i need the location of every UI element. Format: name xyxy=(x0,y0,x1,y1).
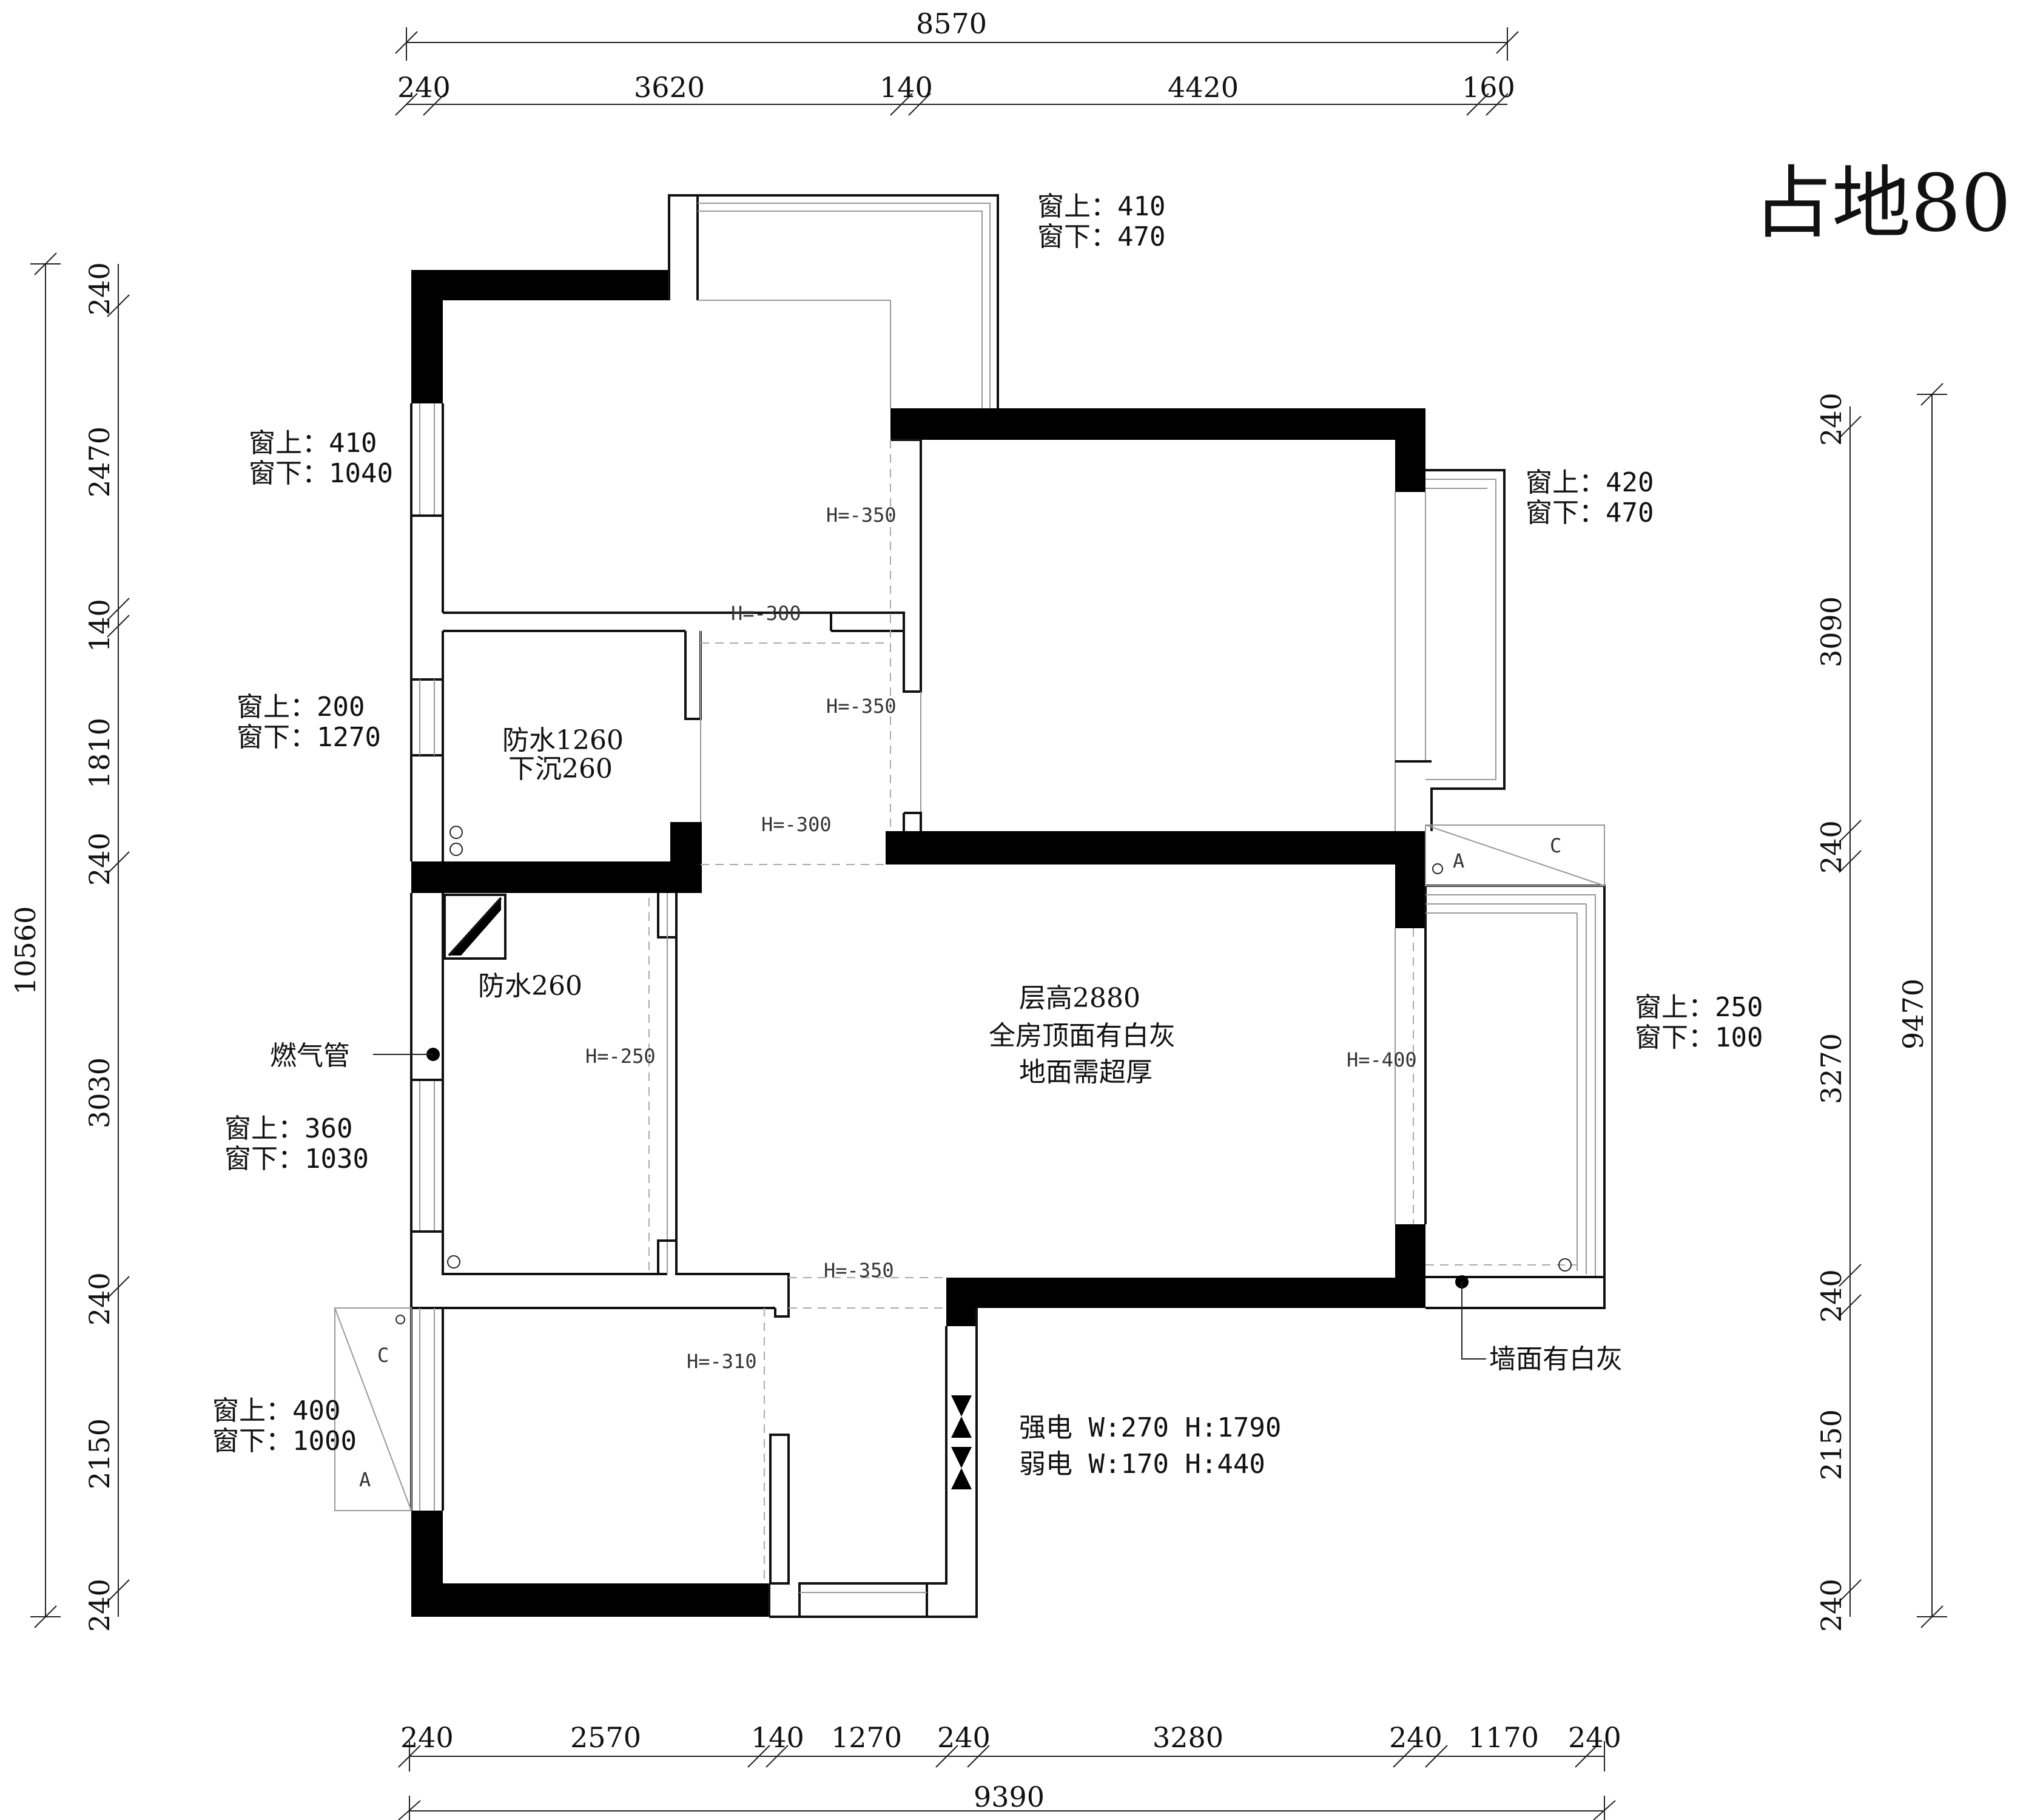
window-note-5-down: 窗下：100 xyxy=(1635,1022,1763,1053)
bottom-dimension-lines xyxy=(398,1741,1616,1820)
bottom-dim-1: 240 xyxy=(400,1721,454,1754)
left-dimension-lines xyxy=(30,252,130,1628)
level-dash-lines xyxy=(648,440,1577,1583)
window-note-2-down: 窗下：1040 xyxy=(249,458,393,489)
left-dim-8: 2150 xyxy=(83,1418,116,1489)
bottom-total-dim: 9390 xyxy=(974,1781,1045,1813)
living-note-line1: 层高2880 xyxy=(1019,983,1140,1014)
left-dim-4: 1810 xyxy=(83,718,116,789)
left-dim-9: 240 xyxy=(83,1579,116,1632)
right-dim-4: 3270 xyxy=(1815,1033,1848,1104)
height-label-8: H=-310 xyxy=(687,1350,757,1373)
top-dim-4: 4420 xyxy=(1168,71,1239,104)
bottom-dim-8: 1170 xyxy=(1468,1721,1539,1754)
top-total-dim: 8570 xyxy=(916,7,987,40)
left-dim-1: 240 xyxy=(83,262,116,315)
bottom-dim-9: 240 xyxy=(1568,1721,1621,1754)
left-dim-2: 2470 xyxy=(83,426,116,497)
top-dim-2: 3620 xyxy=(634,71,705,104)
ac-label-c-right: C xyxy=(1550,834,1561,857)
window-note-1-down: 窗下：470 xyxy=(1037,221,1165,252)
left-dim-3: 140 xyxy=(83,599,116,652)
left-dim-5: 240 xyxy=(83,832,116,886)
right-dim-1: 240 xyxy=(1815,393,1848,446)
bottom-dim-7: 240 xyxy=(1389,1721,1442,1754)
top-dim-5: 160 xyxy=(1462,71,1515,104)
window-note-3-up: 窗上：420 xyxy=(1526,467,1654,498)
right-dim-6: 2150 xyxy=(1815,1409,1848,1480)
right-dim-7: 240 xyxy=(1815,1579,1848,1632)
right-dim-3: 240 xyxy=(1815,820,1848,874)
height-label-3: H=-350 xyxy=(826,695,897,718)
window-note-6-up: 窗上：360 xyxy=(224,1113,352,1144)
window-note-5-up: 窗上：250 xyxy=(1635,992,1763,1023)
left-dim-7: 240 xyxy=(83,1272,116,1326)
window-note-7-down: 窗下：1000 xyxy=(212,1426,357,1457)
window-note-4-up: 窗上：200 xyxy=(237,692,365,723)
top-dimension-lines xyxy=(395,27,1519,116)
weak-current-box: 弱电 W:170 H:440 xyxy=(1019,1449,1265,1480)
bottom-dim-6: 3280 xyxy=(1153,1721,1223,1754)
wall-plaster-note: 墙面有白灰 xyxy=(1489,1344,1623,1375)
bottom-dim-5: 240 xyxy=(937,1721,991,1754)
ac-label-c-left: C xyxy=(377,1344,389,1367)
height-label-6: H=-400 xyxy=(1347,1048,1417,1071)
window-note-1-up: 窗上：410 xyxy=(1037,191,1165,222)
ac-label-a-left: A xyxy=(359,1468,371,1491)
window-note-7-up: 窗上：400 xyxy=(212,1395,340,1426)
window-note-2-up: 窗上：410 xyxy=(249,428,377,459)
bottom-dim-2: 2570 xyxy=(570,1721,641,1754)
window-note-4-down: 窗下：1270 xyxy=(237,722,381,753)
right-total-dim: 9470 xyxy=(1897,979,1930,1050)
height-label-1: H=-350 xyxy=(826,504,897,527)
bathroom-note-line2: 下沉260 xyxy=(508,753,613,784)
ac-label-a-right: A xyxy=(1453,849,1464,872)
gas-pipe-label: 燃气管 xyxy=(270,1040,350,1071)
height-label-5: H=-250 xyxy=(585,1045,656,1068)
bottom-dim-3: 140 xyxy=(751,1721,804,1754)
bathroom-note-line1: 防水1260 xyxy=(502,725,624,756)
kitchen-note: 防水260 xyxy=(478,971,582,1002)
right-dim-2: 3090 xyxy=(1815,596,1848,667)
gas-pipe-marker xyxy=(373,1048,440,1061)
plan-title: 占地80 xyxy=(1753,157,2011,249)
wall-note-marker xyxy=(1455,1275,1486,1360)
living-note-line2: 全房顶面有白灰 xyxy=(989,1020,1176,1051)
living-note-line3: 地面需超厚 xyxy=(1019,1057,1153,1088)
top-dim-1: 240 xyxy=(397,71,451,104)
bottom-dim-4: 1270 xyxy=(831,1721,902,1754)
window-note-6-down: 窗下：1030 xyxy=(224,1144,369,1175)
right-dimension-lines xyxy=(1839,383,1947,1628)
height-label-7: H=-350 xyxy=(824,1259,894,1282)
top-dim-3: 140 xyxy=(880,71,933,104)
height-label-2: H=-300 xyxy=(731,602,801,625)
right-dim-5: 240 xyxy=(1815,1269,1848,1323)
partition-walls xyxy=(334,194,1606,1618)
height-label-4: H=-300 xyxy=(761,813,832,836)
drain-fixtures xyxy=(395,826,1572,1324)
left-total-dim: 10560 xyxy=(9,906,42,995)
load-bearing-walls xyxy=(411,270,1425,1617)
left-dim-6: 3030 xyxy=(83,1057,116,1128)
window-note-3-down: 窗下：470 xyxy=(1526,497,1654,528)
strong-current-box: 强电 W:270 H:1790 xyxy=(1019,1412,1281,1443)
